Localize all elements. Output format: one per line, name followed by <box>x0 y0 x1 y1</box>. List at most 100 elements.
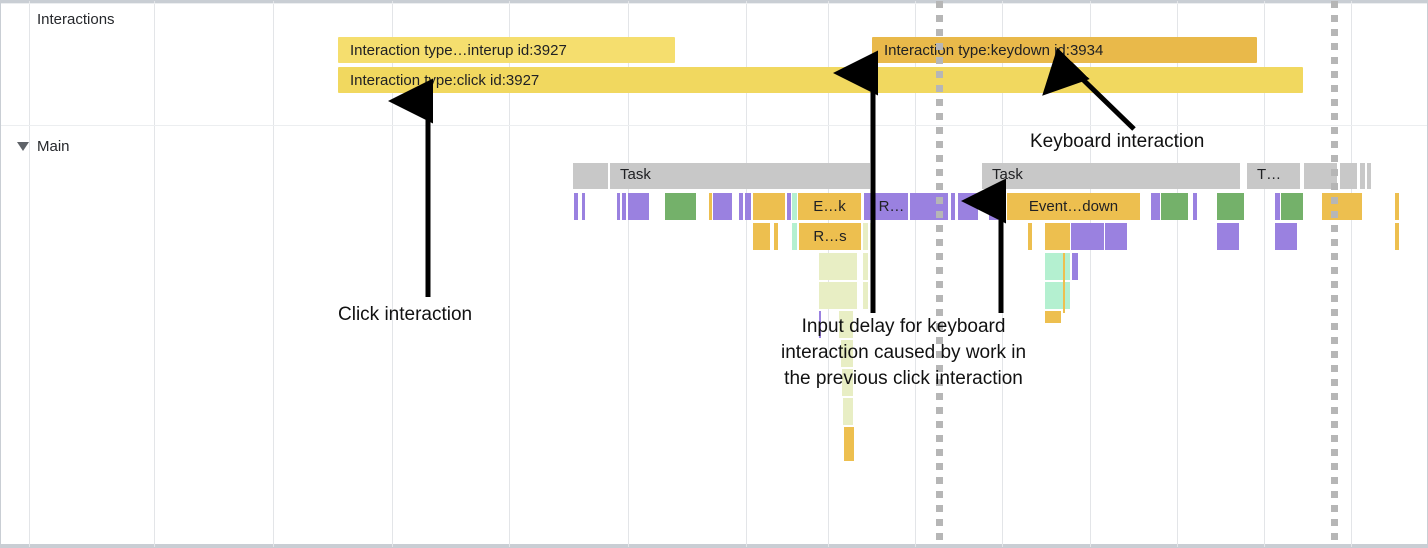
flame-block[interactable] <box>622 193 626 220</box>
gridline <box>1090 1 1091 547</box>
interaction-click-bar[interactable]: Interaction type:click id:3927 <box>338 67 1303 93</box>
annotation-input-delay: Input delay for keyboard interaction cau… <box>781 316 1027 389</box>
flame-block[interactable] <box>1161 193 1188 220</box>
dotted-marker-1[interactable] <box>936 1 943 547</box>
gridline <box>273 1 274 547</box>
flame-block[interactable] <box>1275 193 1280 220</box>
annotation-keyboard-interaction: Keyboard interaction <box>1030 131 1205 152</box>
flame-block[interactable] <box>709 193 712 220</box>
gridline <box>154 1 155 547</box>
flame-block[interactable] <box>745 193 751 220</box>
flame-block[interactable] <box>1045 223 1070 250</box>
flame-block[interactable] <box>863 282 868 309</box>
flame-block[interactable] <box>1072 253 1078 280</box>
annotation-click-interaction: Click interaction <box>338 304 473 325</box>
flame-block[interactable] <box>1028 223 1032 250</box>
event-label-ek[interactable]: E…k <box>798 193 861 220</box>
flame-block[interactable] <box>844 427 854 461</box>
gridline <box>29 1 30 547</box>
gridline <box>509 1 510 547</box>
interaction-pointer-bar[interactable]: Interaction type…interup id:3927 <box>338 37 675 63</box>
flame-block[interactable] <box>863 253 868 280</box>
flame-block[interactable] <box>1105 223 1127 250</box>
flame-block[interactable] <box>582 193 585 220</box>
track-separator-top <box>1 3 1427 4</box>
flame-block[interactable] <box>864 193 873 220</box>
dotted-marker-2[interactable] <box>1331 1 1338 547</box>
flame-block[interactable] <box>774 223 778 250</box>
task-bar[interactable] <box>573 163 608 189</box>
task-bar-label: Task <box>620 166 651 183</box>
flame-block[interactable] <box>839 311 853 338</box>
gridline <box>628 1 629 547</box>
panel-top-border <box>1 1 1427 3</box>
flame-block[interactable] <box>989 193 998 220</box>
flame-block[interactable] <box>739 193 743 220</box>
flame-block[interactable] <box>628 193 649 220</box>
flame-block[interactable] <box>792 193 797 220</box>
flame-block[interactable] <box>617 193 620 220</box>
task-bar[interactable] <box>1360 163 1365 189</box>
task-bar[interactable] <box>1367 163 1371 189</box>
task-bar-label: Task <box>992 166 1023 183</box>
event-label-rs-text: R…s <box>813 228 847 245</box>
task-bar-label: T… <box>1257 166 1282 183</box>
task-bar[interactable]: T… <box>1247 163 1300 189</box>
flame-block[interactable] <box>819 253 857 280</box>
flame-block[interactable] <box>1071 223 1104 250</box>
flame-block[interactable] <box>951 193 955 220</box>
gridline <box>1177 1 1178 547</box>
flame-block[interactable] <box>819 282 857 309</box>
gridline <box>1264 1 1265 547</box>
flame-block[interactable] <box>958 193 978 220</box>
event-label-rs[interactable]: R…s <box>799 223 861 250</box>
flame-block[interactable] <box>819 311 821 338</box>
flame-block[interactable] <box>1395 193 1399 220</box>
flame-block[interactable] <box>1193 193 1197 220</box>
flame-block[interactable] <box>1217 193 1244 220</box>
flame-block[interactable] <box>1045 282 1070 309</box>
task-bar[interactable] <box>1340 163 1357 189</box>
flame-block[interactable] <box>792 223 797 250</box>
flame-block[interactable] <box>1063 253 1065 313</box>
flame-block[interactable] <box>574 193 578 220</box>
flame-block[interactable] <box>1151 193 1160 220</box>
gridline <box>915 1 916 547</box>
flame-block[interactable] <box>1322 193 1362 220</box>
flame-block[interactable] <box>1217 223 1239 250</box>
event-label-ek-text: E…k <box>813 198 846 215</box>
flame-block[interactable] <box>665 193 696 220</box>
event-label-event-down[interactable]: Event…down <box>1007 193 1140 220</box>
flame-block[interactable] <box>1395 223 1399 250</box>
interaction-pointer-bar-label: Interaction type…interup id:3927 <box>350 41 567 59</box>
flame-block[interactable] <box>841 340 853 367</box>
flame-block[interactable] <box>843 398 853 425</box>
track-separator-interactions <box>1 125 1427 126</box>
flame-block[interactable] <box>1045 311 1061 323</box>
flame-block[interactable] <box>787 193 791 220</box>
interaction-keydown-bar-label: Interaction type:keydown id:3934 <box>884 41 1104 59</box>
triangle-down-icon[interactable] <box>17 142 29 151</box>
task-bar[interactable]: Task <box>982 163 1240 189</box>
track-label-interactions[interactable]: Interactions <box>37 11 115 28</box>
gridline <box>746 1 747 547</box>
event-label-r-text: R… <box>878 198 905 215</box>
flame-block[interactable] <box>713 193 732 220</box>
flame-block[interactable] <box>1281 193 1303 220</box>
flame-block[interactable] <box>1275 223 1297 250</box>
flame-block[interactable] <box>863 223 868 250</box>
event-label-r[interactable]: R… <box>875 193 908 220</box>
task-bar[interactable]: Task <box>610 163 870 189</box>
flame-block[interactable] <box>1045 253 1070 280</box>
flame-block[interactable] <box>753 223 770 250</box>
flame-block[interactable] <box>753 193 785 220</box>
gridline <box>1351 1 1352 547</box>
flame-block[interactable] <box>842 369 853 396</box>
gridline <box>392 1 393 547</box>
panel-bottom-border <box>1 544 1427 547</box>
event-label-event-down-text: Event…down <box>1028 198 1119 215</box>
flame-block[interactable] <box>870 223 875 250</box>
track-label-main[interactable]: Main <box>37 138 70 155</box>
interaction-keydown-bar[interactable]: Interaction type:keydown id:3934 <box>872 37 1257 63</box>
